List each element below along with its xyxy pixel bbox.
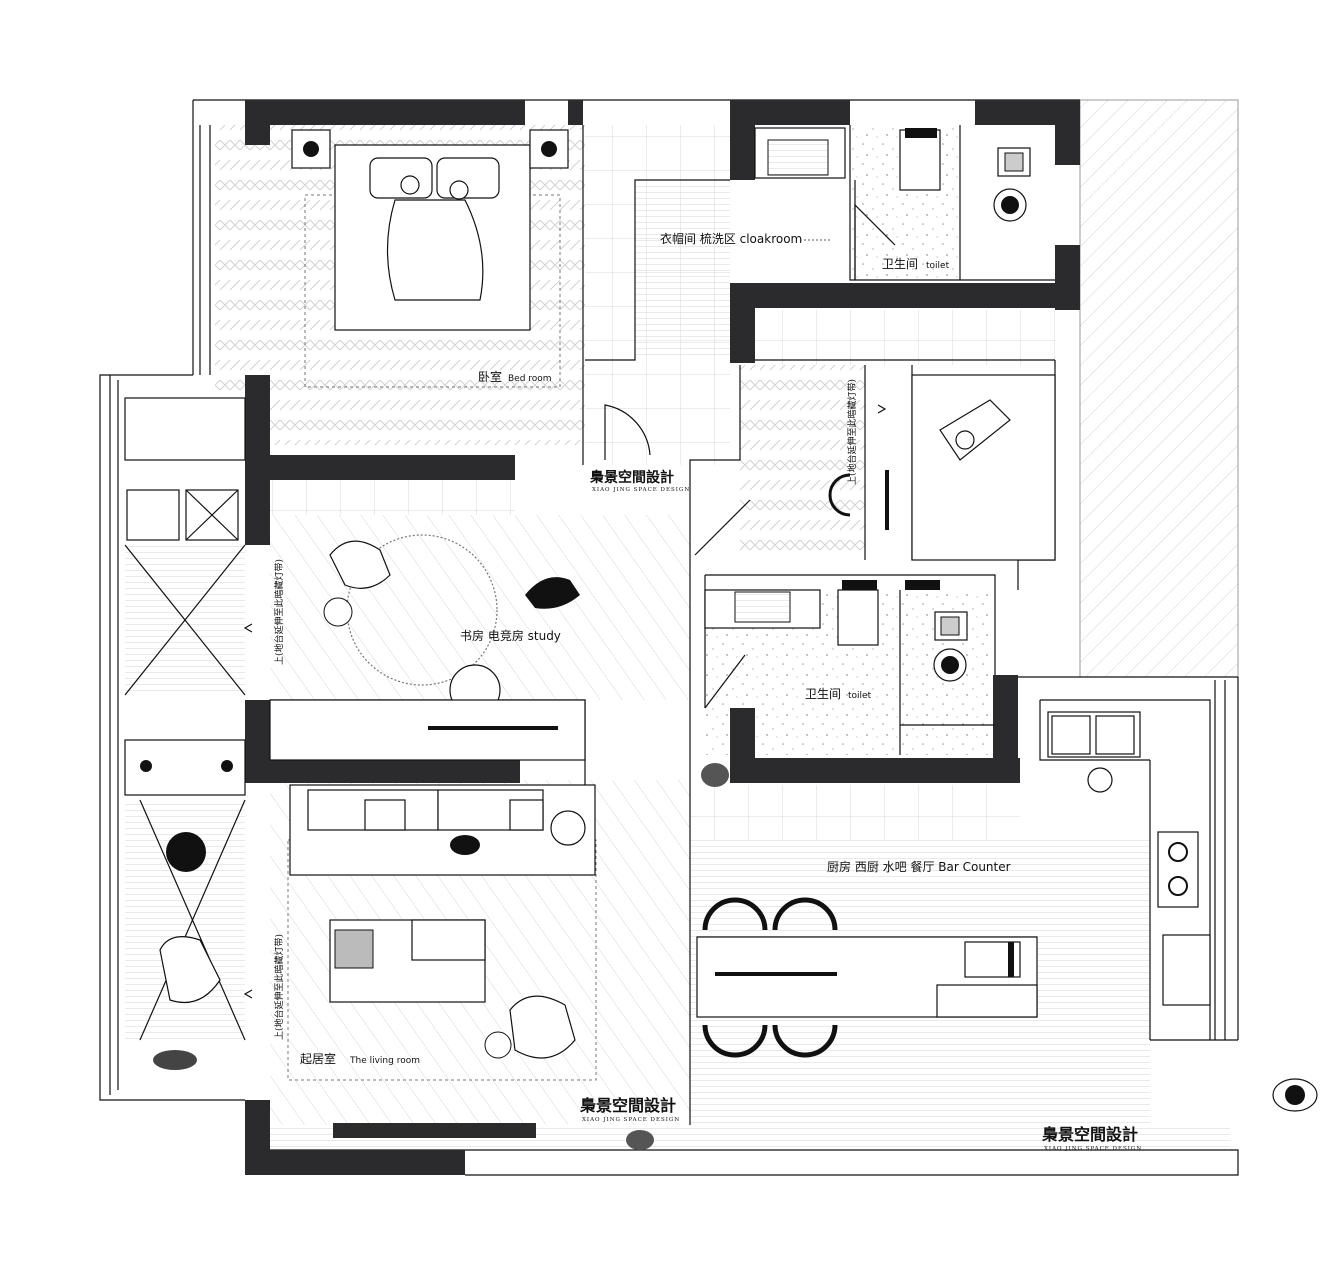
- stair-note-living: 上(地台延伸至此暗藏灯带): [273, 934, 285, 1040]
- cloakroom-planks: [635, 180, 730, 360]
- study-furniture: [269, 534, 586, 761]
- toilet-top-label-cn: 卫生间: [882, 257, 918, 271]
- toilet-top-fixtures: [899, 128, 1031, 222]
- walls: [245, 100, 1080, 1175]
- west-balcony-fixtures: [124, 397, 246, 1070]
- svg-text:XIAO JING SPACE DESIGN: XIAO JING SPACE DESIGN: [592, 487, 690, 493]
- corridor-floor: [740, 365, 865, 560]
- nightstands: [291, 129, 569, 169]
- watermark-2: 梟景空間設計 XIAO JING SPACE DESIGN: [579, 1096, 680, 1123]
- kitchen-label: 厨房 西厨 水吧 餐厅 Bar Counter: [827, 859, 1011, 874]
- svg-text:梟景空間設計: 梟景空間設計: [579, 1096, 676, 1115]
- balcony-right-hatch: [1080, 100, 1238, 677]
- outer-boundary: [99, 99, 1239, 1176]
- watermark-3: 梟景空間設計 XIAO JING SPACE DESIGN: [1041, 1125, 1142, 1152]
- doors: [604, 203, 896, 1150]
- study-steps: [270, 480, 515, 515]
- svg-text:梟景空間設計: 梟景空間設計: [589, 469, 674, 486]
- stair-note-corridor: 上(地台延伸至此暗藏灯带): [846, 379, 858, 485]
- stair-note-study: 上(地台延伸至此暗藏灯带): [273, 559, 285, 665]
- kitchen-furniture: [696, 711, 1211, 1058]
- toilet-mid-fixtures: [704, 580, 968, 682]
- living-label-en: The living room: [349, 1056, 420, 1066]
- bedroom-label-cn: 卧室: [478, 369, 502, 384]
- watermark-1: 梟景空間設計 XIAO JING SPACE DESIGN: [589, 469, 690, 493]
- window-lines: [109, 125, 1226, 1095]
- living-furniture: [287, 784, 597, 1081]
- kitchen-cabinets-row: [690, 785, 1020, 840]
- toilet-top-label-en: toilet: [926, 261, 950, 271]
- cloakroom-vanity: [754, 127, 846, 179]
- corridor-top-grid: [750, 310, 1055, 365]
- bed: [304, 144, 561, 388]
- corridor-lounge: [828, 374, 1056, 561]
- toilet-mid-label-cn: 卫生间: [805, 687, 841, 701]
- entrance-figure: [1272, 1078, 1318, 1112]
- cloakroom-label: 衣帽间 梳洗区 cloakroom: [660, 231, 802, 246]
- study-label: 书房 电竞房 study: [460, 628, 561, 643]
- living-label-cn: 起居室: [300, 1051, 336, 1066]
- svg-text:XIAO JING SPACE DESIGN: XIAO JING SPACE DESIGN: [582, 1117, 680, 1123]
- bedroom-label-en: Bed room: [508, 374, 552, 384]
- stair-arrows: [243, 404, 887, 999]
- svg-text:梟景空間設計: 梟景空間設計: [1041, 1125, 1138, 1144]
- svg-text:XIAO JING SPACE DESIGN: XIAO JING SPACE DESIGN: [1044, 1146, 1142, 1152]
- toilet-mid-label-en: toilet: [848, 691, 872, 701]
